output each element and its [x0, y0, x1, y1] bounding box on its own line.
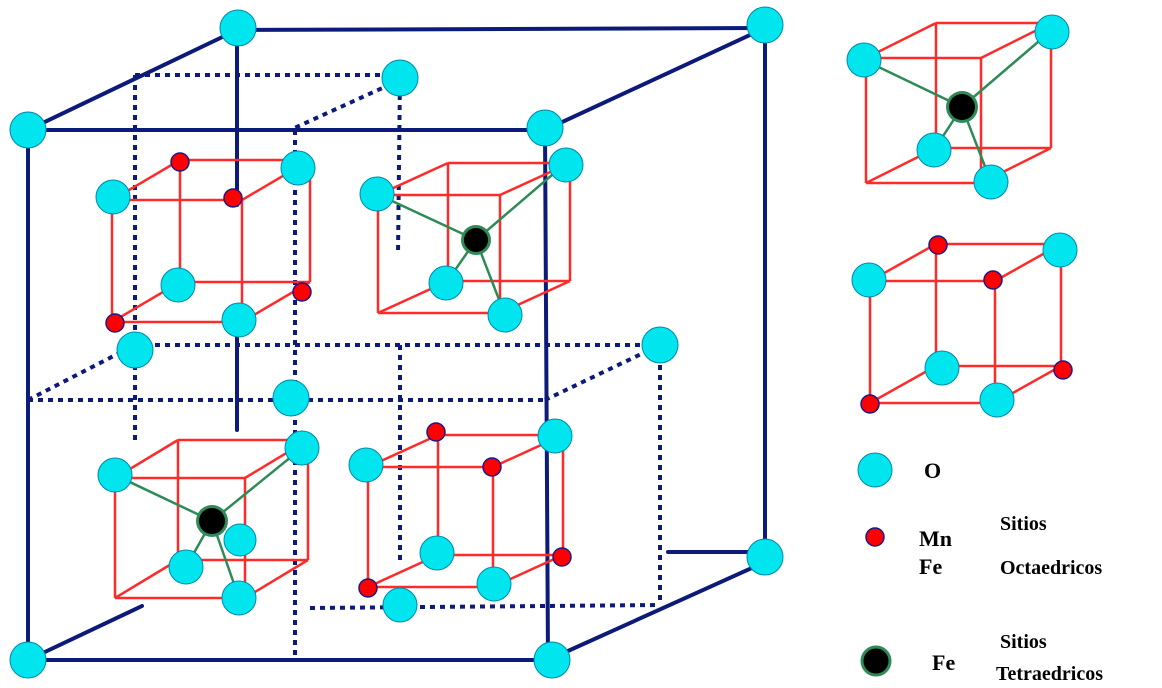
- oxygen-atom: [979, 382, 1015, 418]
- cell-oxygen-atom: [533, 641, 571, 679]
- oxygen-atom: [168, 549, 204, 585]
- oxygen-atom: [284, 430, 320, 466]
- subcell-tetrahedral-top-middle: [359, 147, 584, 333]
- octahedral-cation: [292, 282, 312, 302]
- bond: [475, 162, 567, 241]
- cell-edge: [546, 560, 767, 662]
- legend-tetra-site-line1: Sitios: [1000, 631, 1047, 653]
- oxygen-atom: [382, 587, 418, 623]
- legend-tetra-element: Fe: [932, 650, 955, 675]
- legend-octa-element-2: Fe: [919, 554, 942, 579]
- octahedral-cation: [860, 394, 880, 414]
- legend-tetra-site-line2: Tetraedricos: [996, 663, 1103, 685]
- cell-edge: [543, 26, 767, 132]
- oxygen-atom: [223, 523, 257, 557]
- octahedral-cation: [105, 313, 125, 333]
- legend-subcell-octahedral: [851, 232, 1078, 418]
- cell-edge: [543, 128, 550, 662]
- subcell-edge: [114, 558, 179, 600]
- oxygen-atom: [1042, 232, 1078, 268]
- bond: [376, 192, 477, 242]
- cell-oxygen-atom: [746, 6, 784, 44]
- cell-oxygen-atom: [272, 379, 310, 417]
- tetrahedral-cation: [199, 508, 225, 534]
- octahedral-cation: [1053, 360, 1073, 380]
- oxygen-atom: [359, 176, 395, 212]
- legend-octahedral-atom: [865, 527, 885, 547]
- octahedral-cation: [223, 188, 243, 208]
- oxygen-atom: [428, 265, 464, 301]
- legend-subcell-tetrahedral: [846, 14, 1070, 200]
- oxygen-atom: [1034, 14, 1070, 50]
- oxygen-atom: [280, 150, 316, 186]
- oxygen-atom: [487, 297, 523, 333]
- cell-oxygen-atom: [116, 331, 154, 369]
- cell-dashed-edge: [309, 603, 661, 610]
- bond: [114, 473, 213, 523]
- oxygen-atom: [160, 267, 196, 303]
- oxygen-atom: [846, 42, 882, 78]
- oxygen-atom: [916, 132, 952, 168]
- cell-oxygen-atom: [641, 326, 679, 364]
- legend-octa-element-1: Mn: [919, 526, 952, 551]
- bond: [863, 58, 963, 109]
- oxygen-atom: [348, 447, 384, 483]
- bond: [211, 447, 303, 522]
- octahedral-cation: [426, 422, 446, 442]
- cell-edge: [26, 604, 144, 662]
- tetrahedral-cation: [464, 228, 488, 252]
- cell-oxygen-atom: [219, 9, 257, 47]
- subcells: [95, 14, 1078, 623]
- oxygen-atom: [97, 457, 133, 493]
- legend: O Mn Fe Sitios Octaedricos Fe Sitios Tet…: [857, 452, 1103, 685]
- cell-edge: [235, 26, 767, 32]
- oxygen-atom: [419, 535, 455, 571]
- octahedral-cation: [482, 457, 502, 477]
- cell-oxygen-atom: [526, 109, 564, 147]
- subcell-tetrahedral-bottom-left: [97, 430, 320, 616]
- cell-oxygen-atom: [9, 111, 47, 149]
- bond: [961, 29, 1053, 108]
- cell-dashed-edge: [544, 343, 661, 402]
- cell-oxygen-atom: [9, 641, 47, 679]
- subcell-edge: [244, 558, 309, 600]
- oxygen-atom: [221, 302, 257, 338]
- octahedral-cation: [552, 547, 572, 567]
- tetrahedral-cation: [949, 94, 975, 120]
- oxygen-atom: [851, 262, 887, 298]
- oxygen-atom: [95, 179, 131, 215]
- subcell-edge: [869, 364, 937, 405]
- legend-octa-site-line1: Sitios: [1000, 513, 1047, 535]
- octahedral-cation: [170, 152, 190, 172]
- unit-cell-frame: [9, 6, 784, 679]
- oxygen-atom: [537, 418, 573, 454]
- oxygen-atom: [924, 350, 960, 386]
- cell-dashed-edge: [396, 74, 402, 256]
- cell-oxygen-atom: [381, 59, 419, 97]
- cell-oxygen-atom: [746, 538, 784, 576]
- subcell-octahedral-top-left: [95, 150, 316, 338]
- legend-tetrahedral-atom: [860, 645, 892, 677]
- octahedral-cation: [983, 270, 1003, 290]
- octahedral-cation: [358, 578, 378, 598]
- legend-oxygen-atom: [857, 452, 893, 488]
- cell-dashed-edge: [289, 78, 401, 132]
- cell-edge: [26, 28, 239, 132]
- oxygen-atom: [973, 164, 1009, 200]
- oxygen-atom: [476, 566, 512, 602]
- legend-oxygen-label: O: [924, 458, 941, 483]
- octahedral-cation: [928, 235, 948, 255]
- oxygen-atom: [548, 147, 584, 183]
- subcell-octahedral-bottom-middle: [348, 418, 573, 623]
- oxygen-atom: [221, 580, 257, 616]
- legend-octa-site-line2: Octaedricos: [1000, 557, 1102, 579]
